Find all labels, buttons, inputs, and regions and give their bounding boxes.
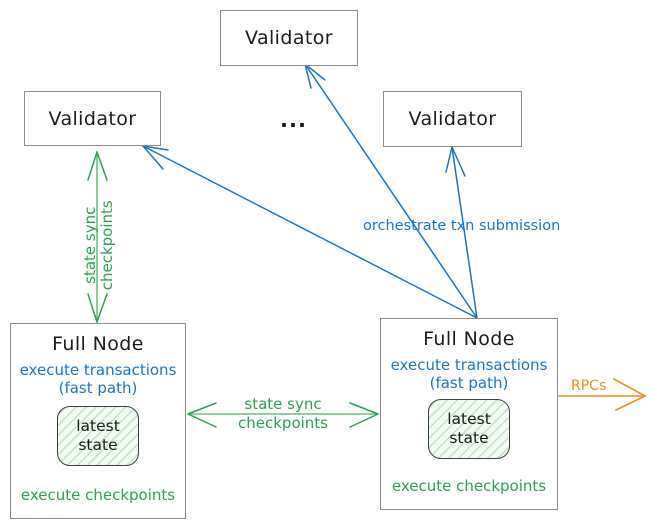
fullnode-right-blue-text: execute transactions (fast path) xyxy=(390,356,548,392)
fullnode-left-blue-text: execute transactions (fast path) xyxy=(19,361,177,397)
validator-right-label: Validator xyxy=(408,108,497,130)
fullnode-left-latest-state[interactable]: latest state xyxy=(57,406,139,467)
validator-left-label: Validator xyxy=(48,107,137,130)
validator-top-label: Validator xyxy=(245,27,333,49)
edge-label-statesync-horizontal: state sync checkpoints xyxy=(238,395,328,432)
fullnode-right-latest-state[interactable]: latest state xyxy=(428,399,510,460)
fullnode-right-title: Full Node xyxy=(423,328,515,350)
fullnode-right[interactable]: Full Node execute transactions (fast pat… xyxy=(380,318,558,510)
edge-label-orchestrate: orchestrate txn submission xyxy=(363,218,561,234)
validators-ellipsis: ... xyxy=(280,108,307,132)
fullnode-left[interactable]: Full Node execute transactions (fast pat… xyxy=(10,323,186,519)
validator-node-right[interactable]: Validator xyxy=(383,91,522,147)
edge-label-rpcs: RPCs xyxy=(571,378,607,394)
edge-label-statesync-vertical: state sync checkpoints xyxy=(80,200,116,291)
fullnode-left-green-text: execute checkpoints xyxy=(20,486,176,505)
fullnode-left-title: Full Node xyxy=(52,333,144,355)
validator-node-top[interactable]: Validator xyxy=(220,10,358,66)
validator-node-left[interactable]: Validator xyxy=(24,91,161,146)
fullnode-right-green-text: execute checkpoints xyxy=(391,477,547,496)
